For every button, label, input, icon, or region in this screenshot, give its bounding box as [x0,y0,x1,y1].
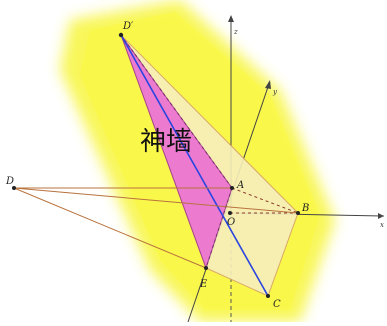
label-D: D [5,176,14,187]
overlay-title-text: 神墙 [140,127,192,157]
line-D-E [13,187,207,269]
x-axis-label: x [380,221,384,229]
diagonal-D-prime-C [120,34,269,297]
dashed-edge-D-prime-A [120,34,233,189]
label-E: E [199,279,208,290]
label-D-prime: D′ [122,21,134,32]
label-O: O [227,217,235,228]
y-axis-arrow-icon [265,80,271,89]
z-axis-arrow-icon [228,15,234,22]
line-D-B [13,187,299,214]
label-B: B [301,203,309,214]
point-E [204,266,208,270]
point-C [266,294,270,298]
x-axis-arrow-icon [378,213,384,219]
label-A: A [236,180,244,191]
point-A [230,186,234,190]
dashed-edge-A-E [205,187,233,269]
point-D [12,186,16,190]
label-C: C [273,299,281,310]
point-D-prime [118,32,124,38]
y-axis-label: y [272,88,278,96]
point-B [296,211,300,215]
point-O [228,211,232,215]
z-axis-label: z [233,28,238,36]
